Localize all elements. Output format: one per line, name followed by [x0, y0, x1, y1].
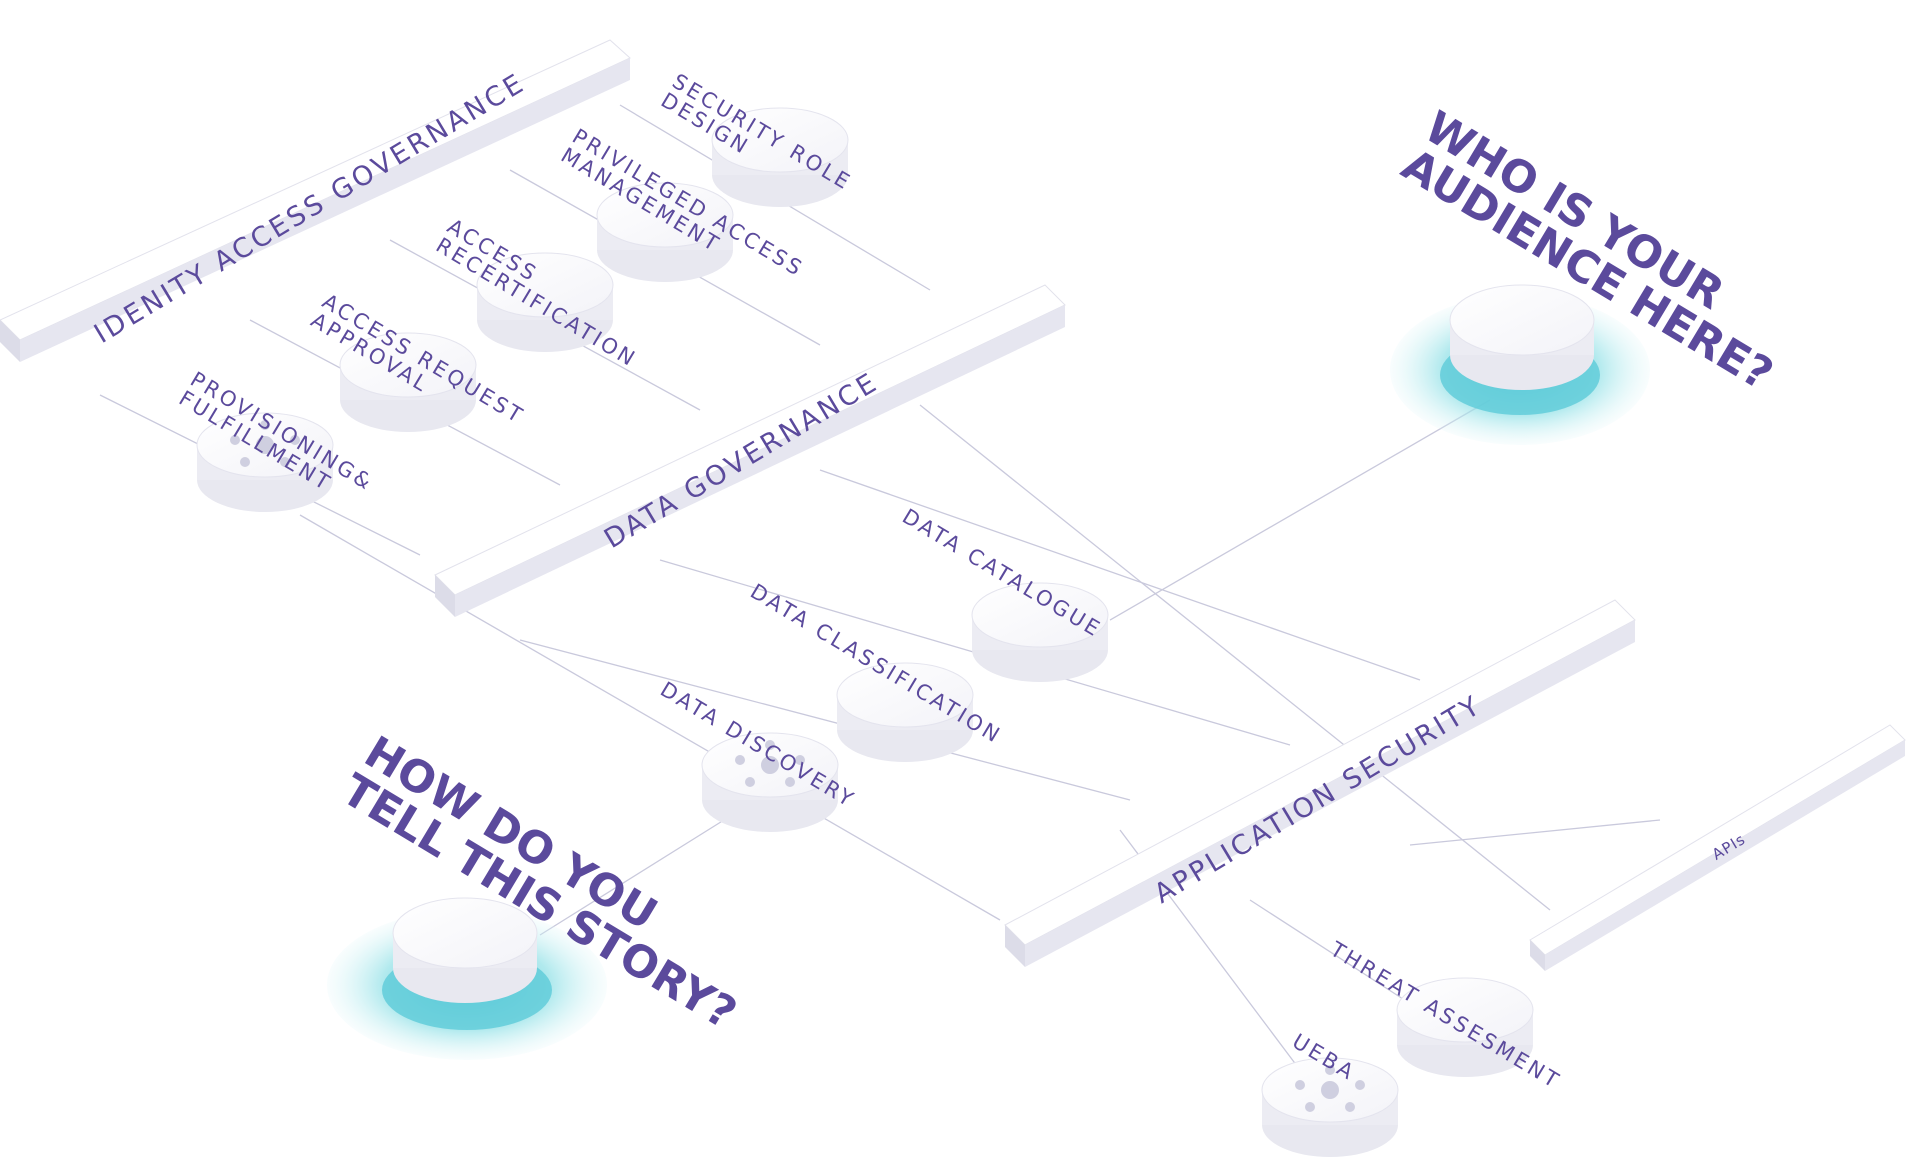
- bar-application-security: [1004, 599, 1636, 967]
- node-threat-assesment: [1396, 977, 1534, 1077]
- bar-apis: [1529, 724, 1906, 971]
- node-audience: [1390, 284, 1650, 445]
- bar-data-governance: [434, 284, 1066, 617]
- node-provisioning-fulfillment: [196, 412, 334, 512]
- node-story: [327, 897, 607, 1060]
- node-privileged-access-management: [596, 182, 734, 282]
- connector-lines: [99, 104, 1661, 1071]
- bar-identity-access-governance: [0, 39, 631, 362]
- network-icon: [230, 420, 300, 467]
- node-security-role-design: [711, 107, 849, 207]
- network-icon: [1295, 1065, 1365, 1112]
- node-ueba: [1261, 1057, 1399, 1157]
- node-data-catalogue: [971, 582, 1109, 682]
- node-access-recertification: [476, 252, 614, 352]
- node-data-classification: [836, 662, 974, 762]
- node-access-request-approval: [339, 332, 477, 432]
- network-icon: [735, 740, 805, 787]
